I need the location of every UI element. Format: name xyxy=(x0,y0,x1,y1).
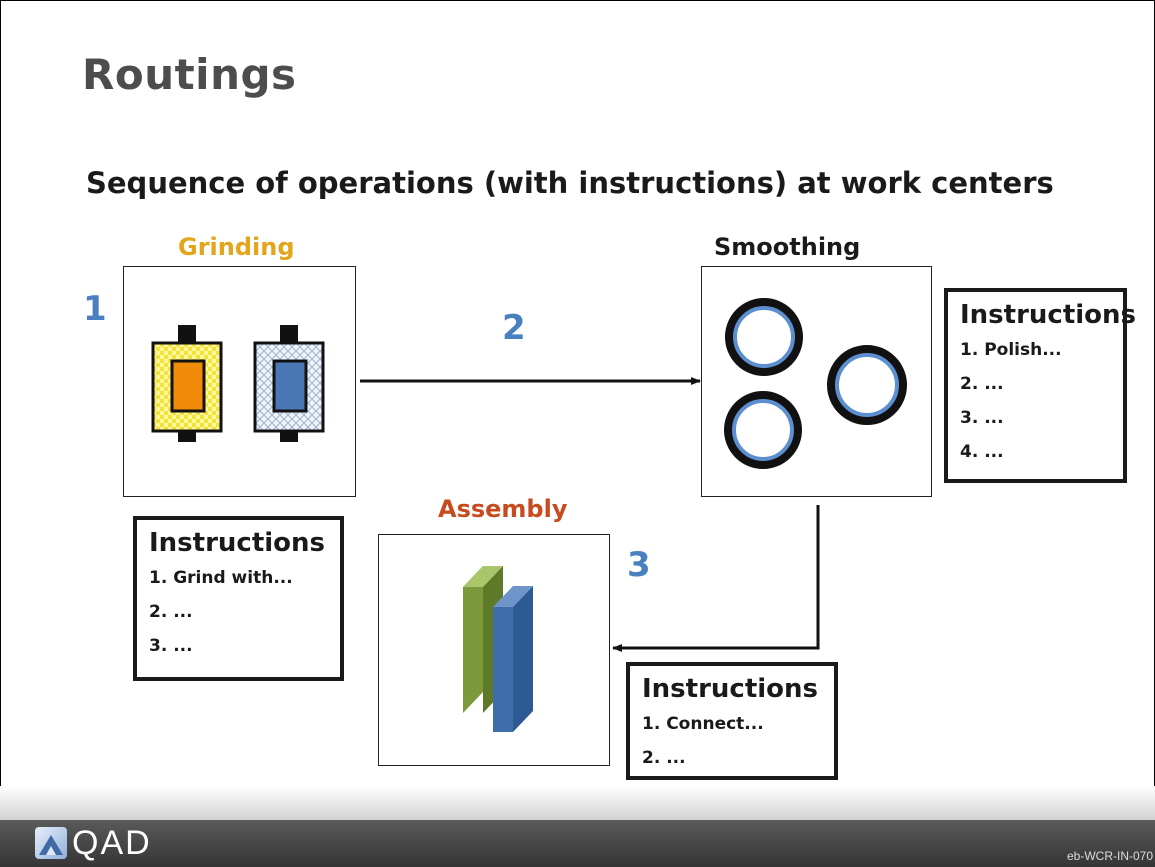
assembly-instructions: Instructions 1. Connect... 2. ... xyxy=(626,662,838,780)
assembly-work-center xyxy=(378,534,610,766)
instruction-line: 2. ... xyxy=(149,602,193,622)
arrow-smoothing-to-assembly xyxy=(612,505,820,652)
instruction-line: 1. Grind with... xyxy=(149,568,293,588)
grinding-label: Grinding xyxy=(178,233,295,261)
step-number-2: 2 xyxy=(502,308,526,348)
grinding-instructions: Instructions 1. Grind with... 2. ... 3. … xyxy=(133,516,344,681)
assembly-blocks-icon xyxy=(463,566,533,732)
instruction-line: 2. ... xyxy=(960,374,1004,394)
instruction-line: 2. ... xyxy=(642,748,686,768)
page-title: Routings xyxy=(82,50,297,99)
smoothing-instructions: Instructions 1. Polish... 2. ... 3. ... … xyxy=(944,288,1137,483)
smoothing-label: Smoothing xyxy=(714,233,861,261)
slide-subtitle: Sequence of operations (with instruction… xyxy=(86,166,1054,200)
instruction-line: 1. Polish... xyxy=(960,340,1062,360)
step-number-1: 1 xyxy=(83,289,107,329)
step-number-3: 3 xyxy=(627,545,651,585)
instruction-line: 1. Connect... xyxy=(642,714,764,734)
qad-logo-icon xyxy=(35,827,67,859)
grinding-machine-icon xyxy=(151,325,325,442)
instruction-line: 3. ... xyxy=(960,408,1004,428)
instructions-title: Instructions xyxy=(960,300,1137,330)
smoothing-work-center xyxy=(701,266,932,497)
instructions-title: Instructions xyxy=(642,674,819,704)
footer-bar: QAD eb-WCR-IN-070 xyxy=(0,820,1155,867)
smoothing-rings-icon xyxy=(724,298,907,469)
slide-code: eb-WCR-IN-070 xyxy=(1066,849,1153,863)
instructions-title: Instructions xyxy=(149,528,326,558)
footer-fade xyxy=(0,786,1155,820)
instruction-line: 4. ... xyxy=(960,442,1004,462)
instruction-line: 3. ... xyxy=(149,636,193,656)
assembly-label: Assembly xyxy=(438,495,568,523)
qad-logo-text: QAD xyxy=(72,824,152,862)
grinding-work-center xyxy=(123,266,356,497)
